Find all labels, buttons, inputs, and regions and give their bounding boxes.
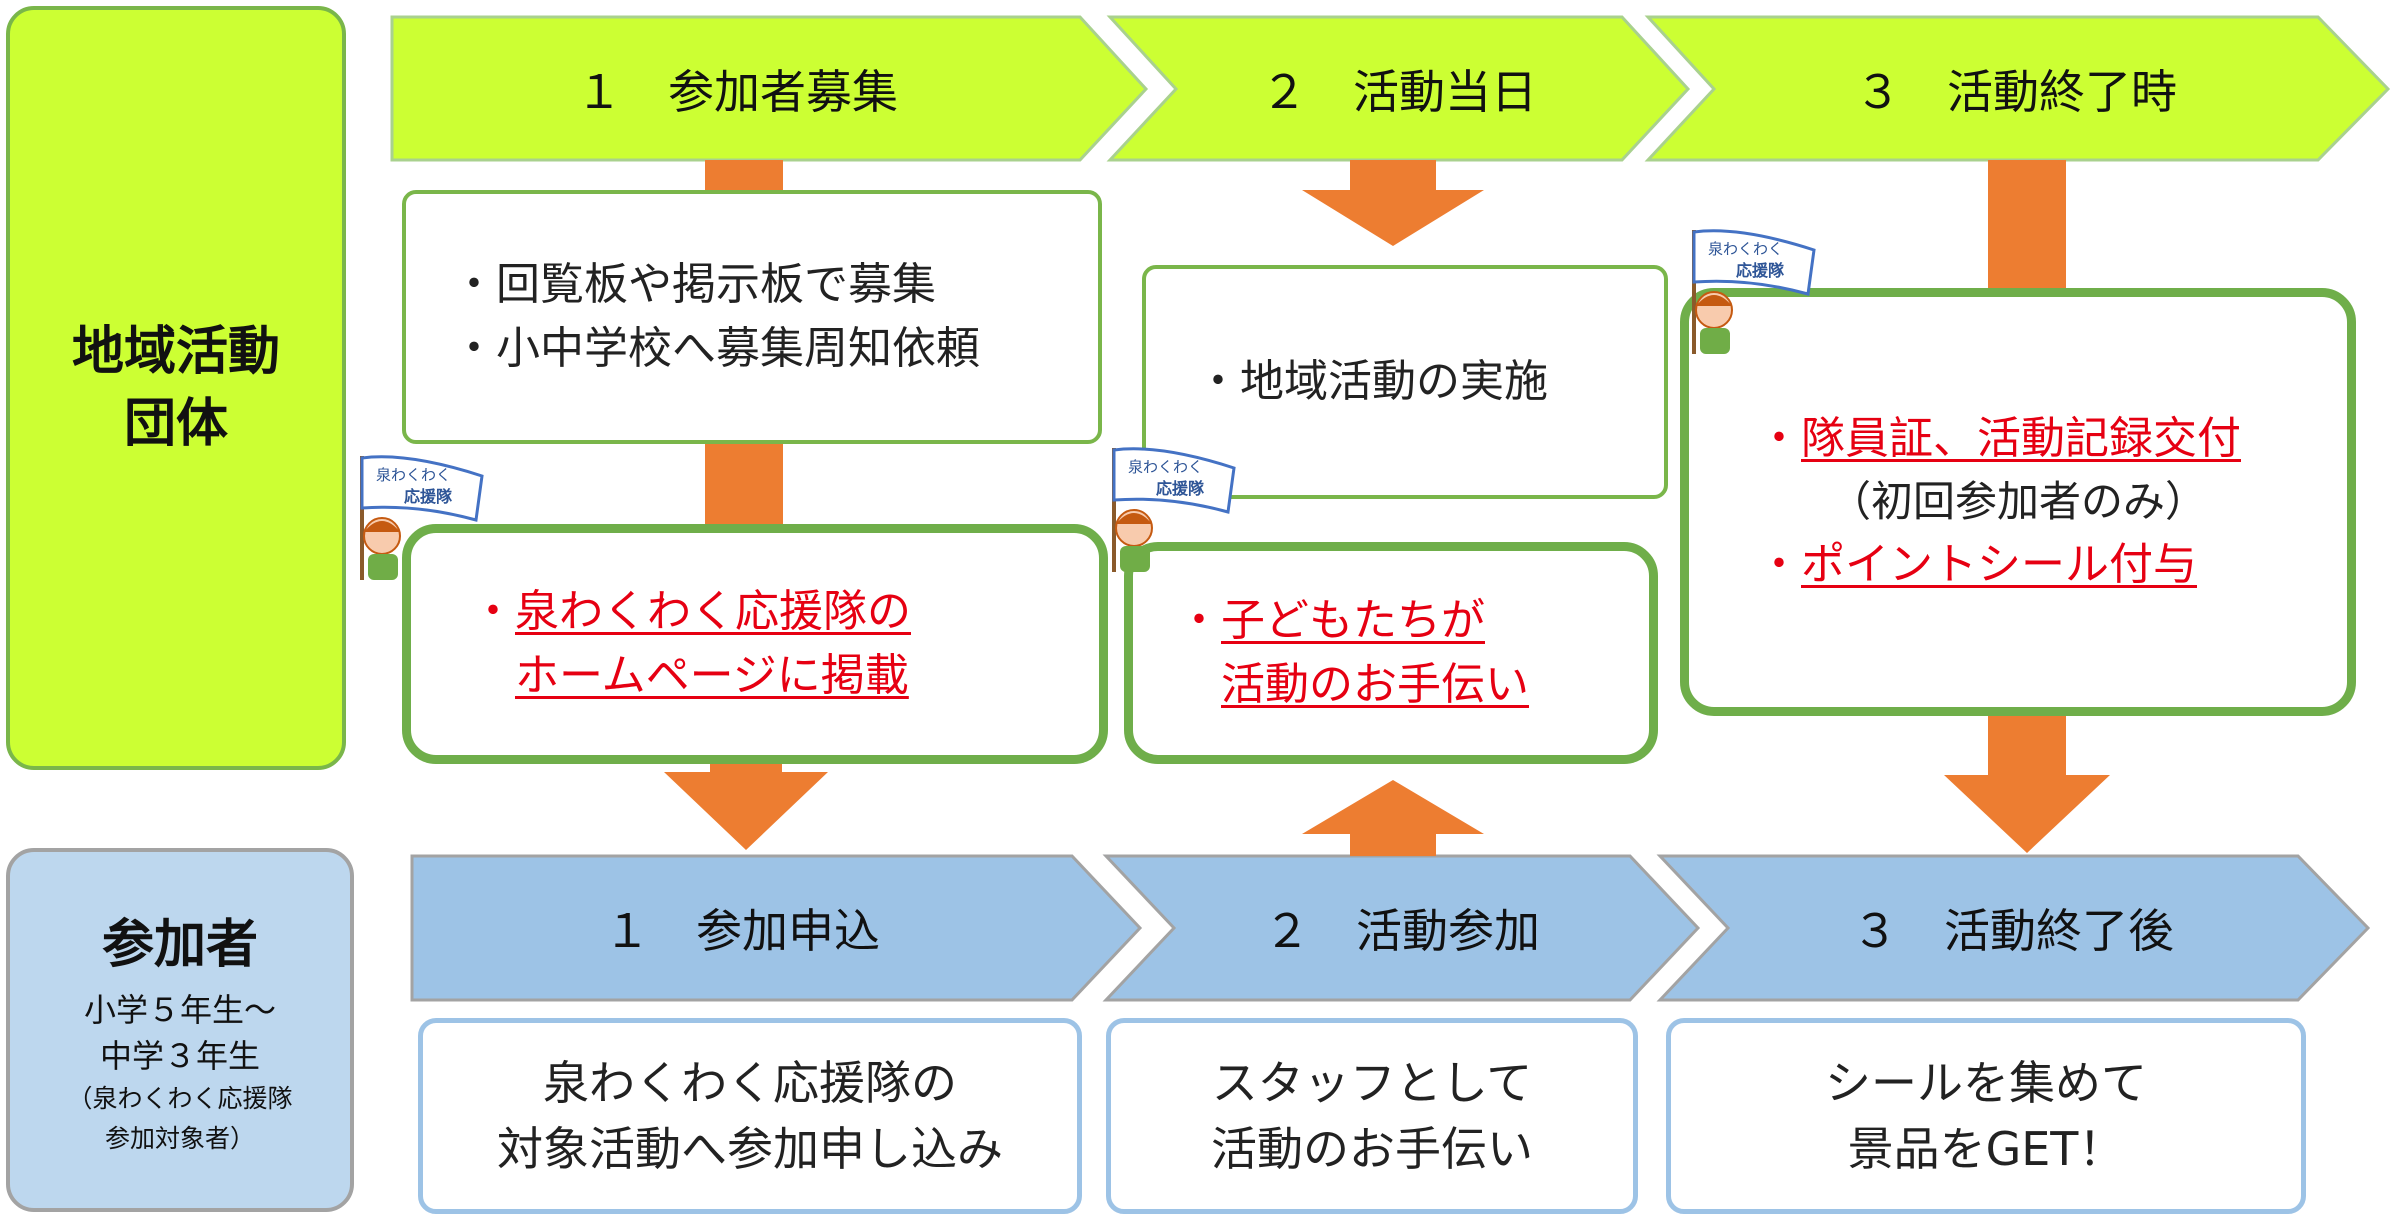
participant-sub3: （泉わくわく応援隊 [67, 1083, 293, 1113]
org-step1-notes: ・回覧板や掲示板で募集 ・小中学校へ募集周知依頼 [402, 190, 1102, 444]
arrow-down-1 [664, 760, 828, 850]
mascot-flag-line2: 応援隊 [404, 487, 453, 506]
org-step3-bullet1: ・ [1757, 413, 1801, 464]
part-step1-box: 泉わくわく応援隊の 対象活動へ参加申し込み [418, 1018, 1082, 1214]
org-step3-item1: 隊員証、活動記録交付 [1801, 413, 2241, 464]
org-step2-label: ２ 活動当日 [1261, 64, 1537, 119]
org-step1-bullet: ・ [471, 586, 515, 637]
part-step3-line1: シールを集めて [1825, 1056, 2147, 1110]
org-title-line2: 団体 [123, 394, 228, 454]
part-step2-line1: スタッフとして [1211, 1056, 1533, 1110]
part-step1-line1: 泉わくわく応援隊の [543, 1056, 957, 1110]
participant-sub2: 中学３年生 [99, 1036, 260, 1075]
participant-title: 参加者 [101, 914, 258, 975]
part-step3-line2: 景品をGET！ [1847, 1122, 2125, 1176]
org-step3-item2: ポイントシール付与 [1801, 539, 2197, 590]
part-chevron-2 [1102, 854, 1701, 1002]
org-step3-label: ３ 活動終了時 [1855, 64, 2177, 119]
participant-sub4: 参加対象者） [104, 1123, 255, 1153]
org-chevron-1 [390, 15, 1149, 162]
part-step3-label: ３ 活動終了後 [1852, 904, 2174, 958]
mascot-flag-line1: 泉わくわく [1128, 458, 1203, 476]
org-step2-highlight: ・子どもたちが 活動のお手伝い [1124, 542, 1658, 764]
part-step1-line2: 対象活動へ参加申し込み [497, 1122, 1003, 1176]
part-step1-label: １ 参加申込 [604, 904, 880, 958]
mascot-flag-line2: 応援隊 [1156, 479, 1205, 498]
connector-1b [705, 444, 783, 524]
org-title-line1: 地域活動 [71, 322, 280, 382]
participant-sub1: 小学５年生～ [83, 990, 276, 1029]
mascot-flag-line2: 応援隊 [1736, 261, 1785, 280]
org-step1-label: １ 参加者募集 [576, 64, 898, 119]
org-step3-box: ・隊員証、活動記録交付 （初回参加者のみ） ・ポイントシール付与 [1680, 288, 2356, 716]
org-step2-notes: ・地域活動の実施 [1142, 265, 1668, 499]
mascot-flag-line1: 泉わくわく [1708, 240, 1783, 258]
org-step2-note1: ・地域活動の実施 [1196, 356, 1548, 407]
connector-3a [1988, 160, 2066, 290]
org-step1-note2: ・小中学校へ募集周知依頼 [452, 323, 980, 374]
org-chevron-3 [1644, 15, 2391, 162]
org-step3-subnote: （初回参加者のみ） [1828, 477, 2207, 526]
org-step2-bullet: ・ [1177, 595, 1221, 646]
part-step2-label: ２ 活動参加 [1264, 904, 1540, 958]
connector-1a [705, 160, 783, 190]
org-side-header: 地域活動 団体 [6, 6, 346, 770]
org-step2-highlight-line1: 子どもたちが [1221, 595, 1485, 646]
org-chevron-2 [1106, 15, 1691, 162]
org-step1-highlight: ・泉わくわく応援隊の ホームページに掲載 [402, 524, 1108, 764]
arrow-up-2 [1302, 780, 1484, 856]
part-step2-box: スタッフとして 活動のお手伝い [1106, 1018, 1638, 1214]
org-step2-highlight-line2: 活動のお手伝い [1221, 659, 1529, 710]
mascot-girl-flag-icon: 泉わくわく 応援隊 [1112, 447, 1236, 572]
participant-side-header: 参加者 小学５年生～ 中学３年生 （泉わくわく応援隊 参加対象者） [6, 848, 354, 1212]
org-step1-highlight-line1: 泉わくわく応援隊の [515, 586, 911, 637]
org-step1-note1: ・回覧板や掲示板で募集 [452, 259, 936, 310]
org-step1-highlight-line2: ホームページに掲載 [515, 650, 909, 701]
mascot-girl-flag-icon: 泉わくわく 応援隊 [360, 455, 484, 580]
part-chevron-1 [410, 854, 1143, 1002]
arrow-down-3 [1944, 715, 2110, 853]
arrow-down-2 [1302, 160, 1484, 246]
org-step3-bullet2: ・ [1757, 539, 1801, 590]
mascot-flag-line1: 泉わくわく [376, 466, 451, 484]
mascot-girl-flag-icon: 泉わくわく 応援隊 [1692, 229, 1816, 354]
part-chevron-3 [1656, 854, 2371, 1002]
part-step2-line2: 活動のお手伝い [1211, 1122, 1533, 1176]
part-step3-box: シールを集めて 景品をGET！ [1666, 1018, 2306, 1214]
